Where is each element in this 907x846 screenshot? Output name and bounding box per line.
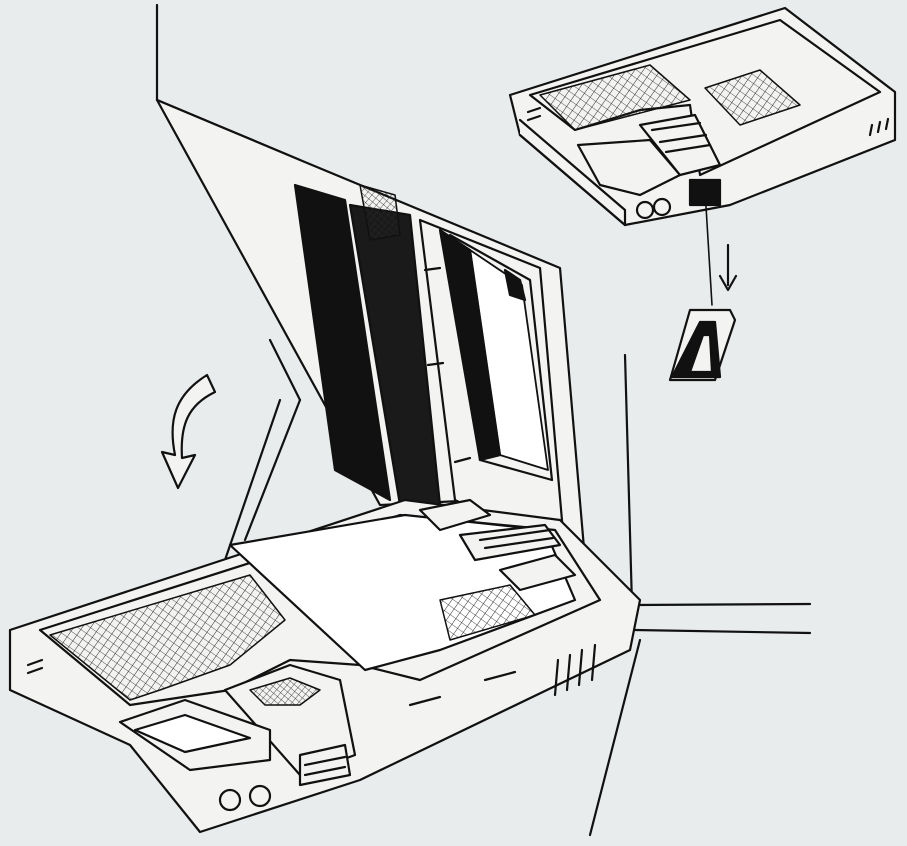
seat-detail-view [508, 6, 897, 382]
curved-arrow-icon [160, 373, 217, 490]
pull-arrow-icon [718, 243, 738, 292]
main-seat-panel [8, 498, 642, 834]
